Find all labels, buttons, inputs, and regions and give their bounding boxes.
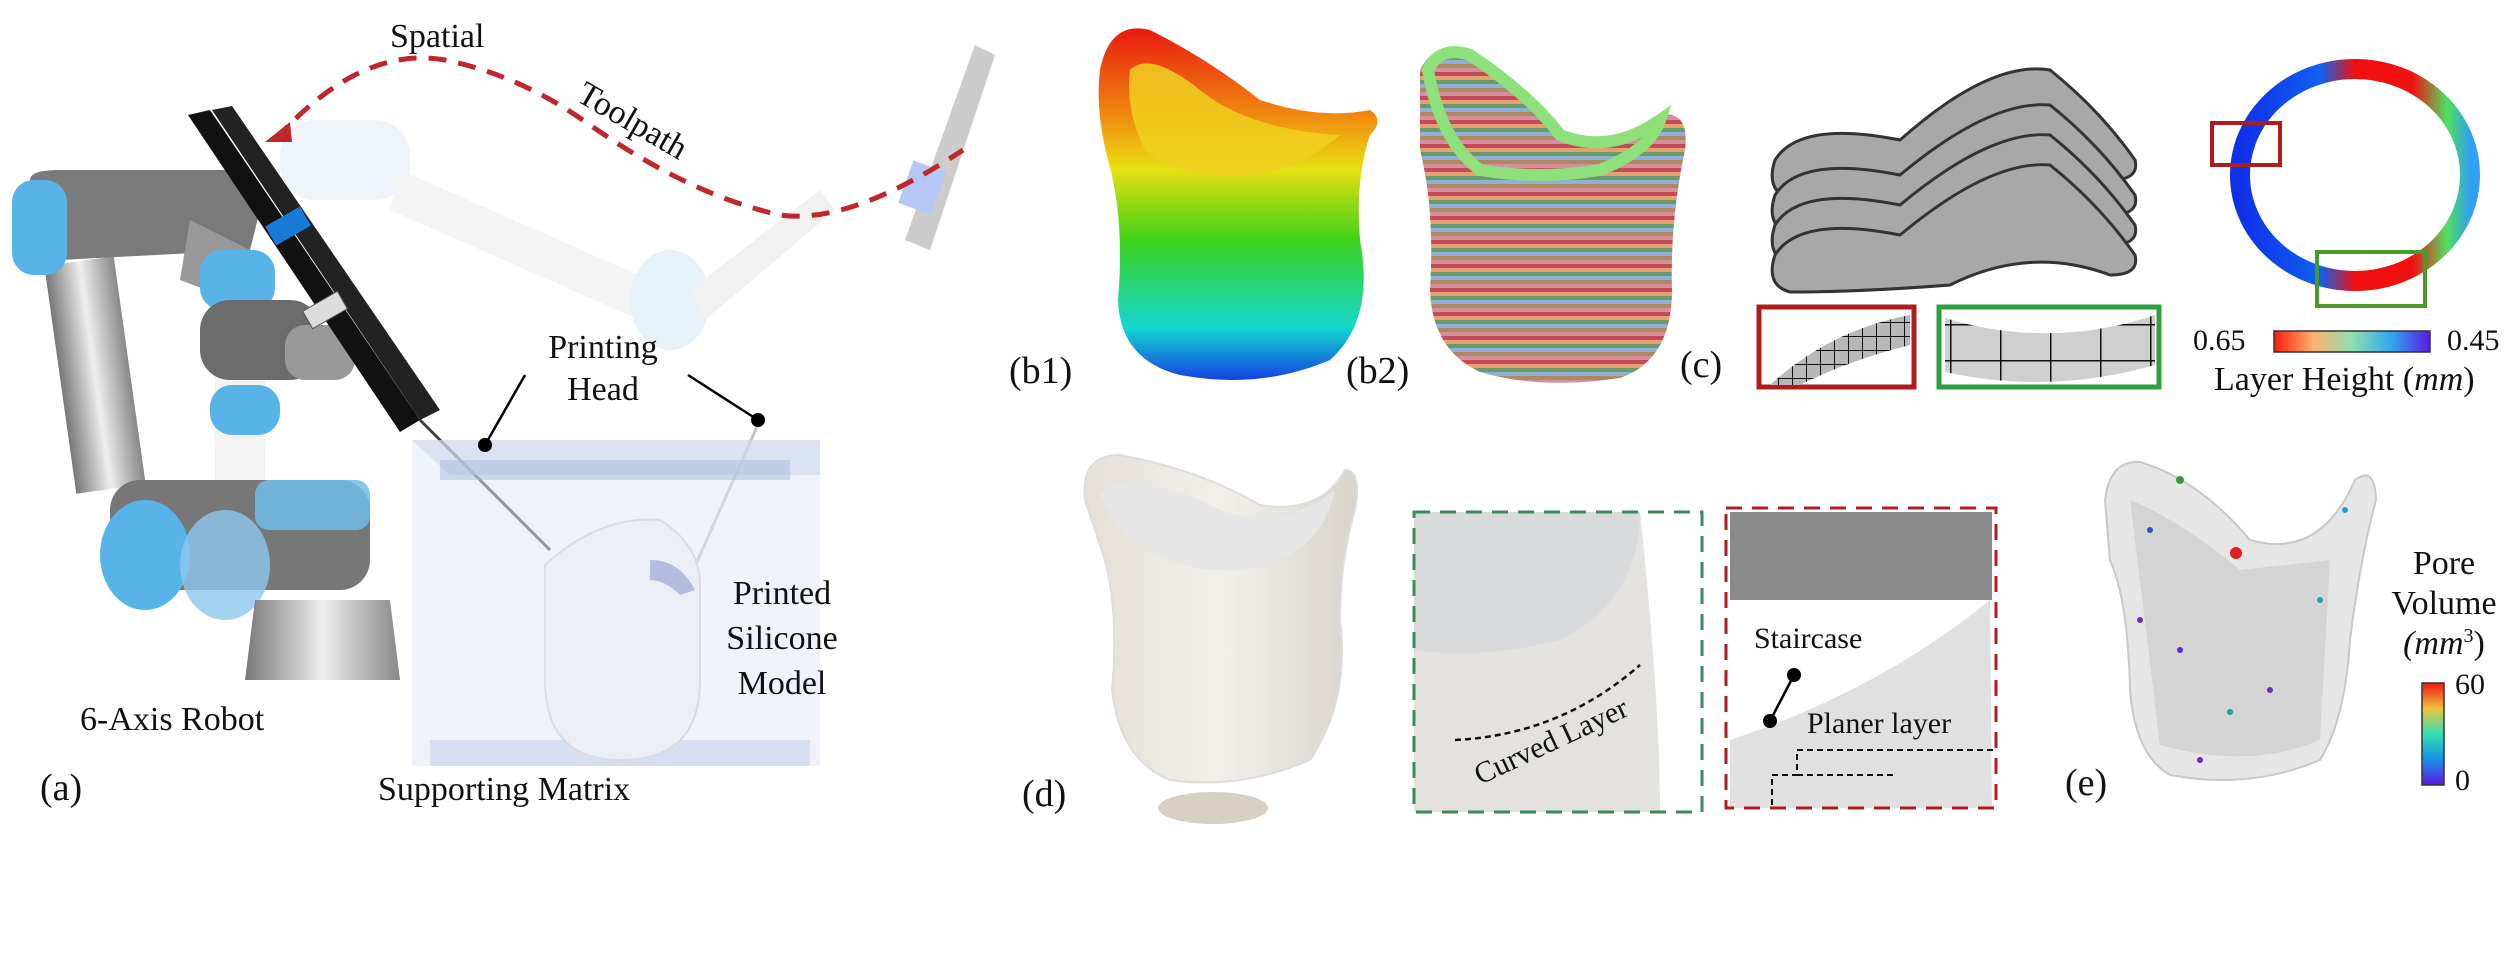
b2-layered-model [1420, 47, 1686, 383]
e-inner-wall [2130, 500, 2330, 757]
panel-b2: (b2) [1346, 46, 1686, 392]
panel-b1: (b1) [1009, 28, 1378, 392]
label-spatial: Spatial [390, 18, 484, 55]
colorbar-title-unit: (mm3) [2403, 625, 2485, 662]
panel-label-b2: (b2) [1346, 350, 1409, 392]
leader-line [1768, 674, 1796, 722]
label-planer-layer: Planer layer [1807, 707, 1951, 740]
panel-d: (d) Curved Layer Staircase Planer layer [1022, 453, 1998, 824]
leader-dot [751, 413, 765, 427]
panel-label-e: (e) [2065, 762, 2107, 804]
robot-illustration [12, 106, 552, 680]
label-printing-head-1: Printing [548, 329, 658, 366]
label-staircase: Staircase [1754, 622, 1862, 655]
colorbar-title-volume: Volume [2391, 585, 2496, 622]
d-cup-inner [1100, 483, 1335, 571]
leader-line [483, 374, 527, 446]
label-model-3: Model [738, 665, 827, 702]
panel-e: (e) Pore Volume (mm3) 60 0 [2065, 460, 2497, 804]
colorbar-min-label: 0.65 [2193, 324, 2246, 357]
d-curved-layer-inset: Curved Layer [1412, 510, 1704, 814]
c-ring-green-box [2315, 250, 2427, 308]
panel-c: (c) 0.65 0.45 Layer Height (mm) [1680, 59, 2500, 398]
toolpath-arrow-icon [265, 122, 292, 142]
label-supporting-matrix: Supporting Matrix [378, 771, 630, 808]
layer-height-colorbar [2273, 330, 2431, 353]
c-stacked-layers [1770, 67, 2138, 294]
curved-layer-dashed-line [1454, 664, 1641, 742]
leader-dot [478, 438, 492, 452]
panel-label-a: (a) [40, 767, 82, 809]
panel-label-c: (c) [1680, 344, 1722, 386]
colorbar-max-label: 0.45 [2447, 324, 2500, 357]
c-layer-height-ring [2230, 59, 2480, 291]
e-pore-markers [2137, 476, 2348, 763]
colorbar-max-60: 60 [2455, 668, 2485, 701]
panel-label-b1: (b1) [1009, 350, 1072, 392]
d-cup-base [1158, 792, 1268, 824]
printed-silicone-model-shape [544, 518, 701, 762]
c-green-inset-grid [1945, 315, 2155, 382]
c-red-inset-grid [1770, 315, 1910, 385]
label-printing-head-2: Head [567, 371, 639, 408]
colorbar-title-pore: Pore [2413, 545, 2475, 582]
pore-volume-colorbar [2421, 682, 2445, 786]
colorbar-title: Layer Height (mm) [2214, 361, 2475, 398]
colorbar-min-0: 0 [2455, 764, 2470, 797]
label-silicone-2: Silicone [726, 620, 837, 657]
leader-line [687, 373, 759, 422]
leader-dot [1787, 668, 1801, 682]
label-printed-1: Printed [733, 575, 831, 612]
panel-a: Spatial Toolpath Printing Head Printed S… [12, 18, 995, 809]
c-ring-red-box [2210, 121, 2282, 167]
label-6-axis-robot: 6-Axis Robot [80, 701, 265, 738]
panel-label-d: (d) [1022, 773, 1066, 815]
leader-dot [1763, 714, 1777, 728]
b1-inner-surface [1129, 63, 1340, 176]
d-staircase-inset: Staircase Planer layer [1724, 506, 1998, 810]
b2-top-rim [1421, 46, 1672, 181]
